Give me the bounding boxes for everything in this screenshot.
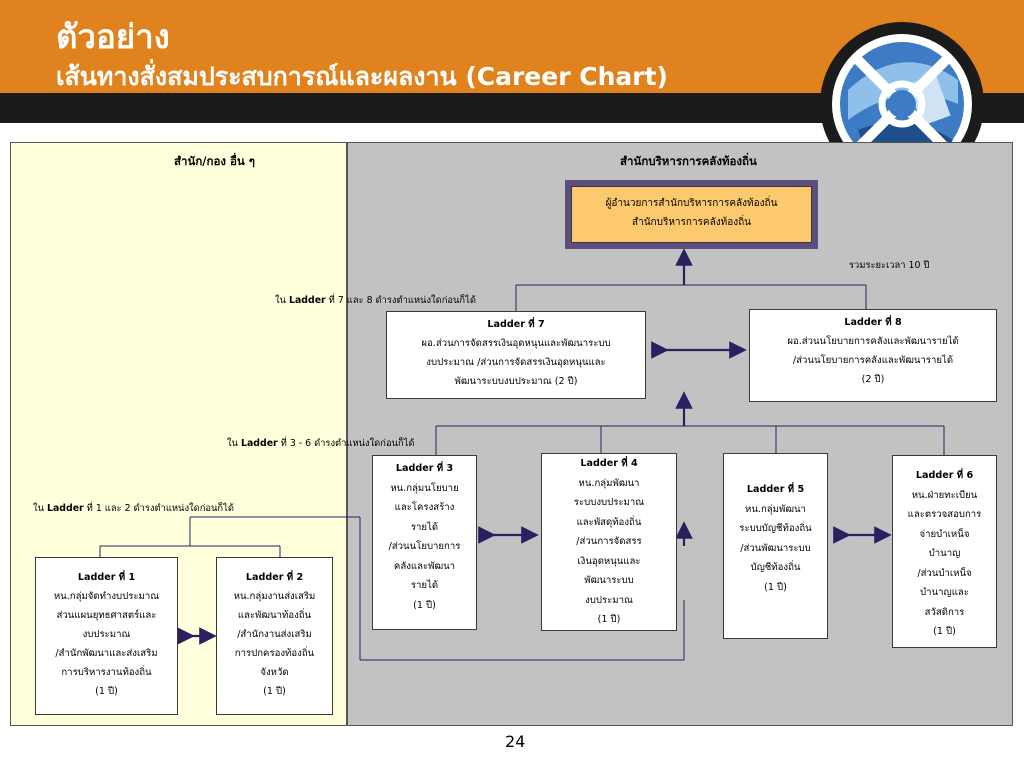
- ladder-2-title: Ladder ที่ 2: [245, 572, 304, 583]
- slide-title: ตัวอย่าง: [56, 17, 170, 56]
- ladder-6-line: /ส่วนบำเหน็จ: [917, 567, 972, 579]
- director-box: ผู้อำนวยการสำนักบริหารการคลังท้องถิ่น สำ…: [571, 186, 812, 243]
- ladder-4-box: Ladder ที่ 4 หน.กลุ่มพัฒนา ระบบงบประมาณ …: [541, 453, 677, 631]
- right-panel-title: สำนักบริหารการคลังท้องถิ่น: [620, 154, 757, 168]
- ladder-2-line: (1 ปี): [263, 686, 286, 697]
- ladder-3-line: รายได้: [410, 580, 439, 591]
- ladder-2-box: Ladder ที่ 2 หน.กลุ่มงานส่งเสริม และพัฒน…: [216, 557, 333, 715]
- ladder-4-line: งบประมาณ: [585, 594, 633, 606]
- ladder-6-line: บำนาญและ: [920, 587, 969, 598]
- ladder-7-line: ผอ.ส่วนการจัดสรรเงินอุดหนุนและพัฒนาระบบ: [421, 338, 611, 349]
- ladder-4-line: เงินอุดหนุนและ: [577, 555, 641, 567]
- ladder-2-line: หน.กลุ่มงานส่งเสริม: [233, 591, 316, 602]
- ladder-5-line: บัญชีท้องถิ่น: [750, 562, 801, 573]
- ladder-6-line: จ่ายบำเหน็จ: [919, 528, 970, 540]
- ladder-2-line: /สำนักงานส่งเสริม: [237, 629, 312, 640]
- ladder-7-line: งบประมาณ /ส่วนการจัดสรรเงินอุดหนุนและ: [426, 357, 606, 368]
- ladder-6-line: และตรวจสอบการ: [907, 509, 982, 520]
- ladder-2-line: การปกครองท้องถิ่น: [234, 648, 315, 659]
- ladder-1-box: Ladder ที่ 1 หน.กลุ่มจัดทำงบประมาณ ส่วนแ…: [35, 557, 178, 715]
- left-panel-title: สำนัก/กอง อื่น ๆ: [174, 154, 255, 168]
- ladder-7-box: Ladder ที่ 7 ผอ.ส่วนการจัดสรรเงินอุดหนุน…: [386, 311, 646, 399]
- ladder-3-6-note: ใน Ladder ที่ 3 - 6 ดำรงตำแหน่งใดก่อนก็ไ…: [227, 438, 415, 449]
- total-time-note: รวมระยะเวลา 10 ปี: [849, 260, 930, 271]
- ladder-3-line: หน.กลุ่มนโยบาย: [390, 482, 459, 494]
- ladder-3-line: และโครงสร้าง: [394, 502, 455, 513]
- ladder-1-line: หน.กลุ่มจัดทำงบประมาณ: [53, 591, 160, 602]
- ladder-8-line: (2 ปี): [861, 374, 885, 385]
- ladder-4-line: หน.กลุ่มพัฒนา: [578, 477, 640, 489]
- ladder-1-line: (1 ปี): [95, 686, 118, 697]
- slide-subtitle: เส้นทางสั่งสมประสบการณ์และผลงาน (Career …: [56, 62, 668, 91]
- ladder-3-title: Ladder ที่ 3: [395, 463, 454, 474]
- ladder-5-line: /ส่วนพัฒนาระบบ: [740, 542, 811, 554]
- ladder-6-line: (1 ปี): [933, 626, 956, 637]
- ladder-7-line: พัฒนาระบบงบประมาณ (2 ปี): [454, 376, 578, 387]
- ladder-1-title: Ladder ที่ 1: [77, 572, 136, 583]
- ladder-2-line: และพัฒนาท้องถิ่น: [237, 610, 312, 621]
- ladder-3-line: รายได้: [410, 521, 439, 533]
- director-line-2: สำนักบริหารการคลังท้องถิ่น: [631, 217, 752, 228]
- ladder-2-line: จังหวัด: [260, 667, 289, 678]
- ladder-4-title: Ladder ที่ 4: [580, 458, 638, 469]
- ladder-3-line: คลังและพัฒนา: [393, 560, 456, 572]
- ladder-8-title: Ladder ที่ 8: [844, 317, 902, 328]
- ladder-6-title: Ladder ที่ 6: [915, 470, 974, 481]
- ladder-8-box: Ladder ที่ 8 ผอ.ส่วนนโยบายการคลังและพัฒน…: [749, 309, 997, 402]
- ladder-4-line: และพัสดุท้องถิ่น: [576, 516, 642, 528]
- ladder-1-line: ส่วนแผนยุทธศาสตร์และ: [56, 610, 157, 621]
- ladder-3-line: (1 ปี): [413, 599, 436, 611]
- ladder-6-box: Ladder ที่ 6 หน.ฝ่ายทะเบียน และตรวจสอบกา…: [892, 455, 997, 648]
- ladder-6-line: บำนาญ: [928, 548, 961, 559]
- director-line-1: ผู้อำนวยการสำนักบริหารการคลังท้องถิ่น: [605, 198, 778, 209]
- ladder-6-line: สวัสดิการ: [924, 606, 965, 618]
- ladder-4-line: ระบบงบประมาณ: [573, 497, 645, 508]
- ladder-5-box: Ladder ที่ 5 หน.กลุ่มพัฒนา ระบบบัญชีท้อง…: [723, 453, 828, 639]
- ladder-5-line: หน.กลุ่มพัฒนา: [745, 503, 806, 515]
- ladder-5-title: Ladder ที่ 5: [746, 484, 805, 495]
- ladder-7-8-note: ใน Ladder ที่ 7 และ 8 ดำรงตำแหน่งใดก่อนก…: [275, 295, 476, 306]
- ladder-1-2-note: ใน Ladder ที่ 1 และ 2 ดำรงตำแหน่งใดก่อนก…: [33, 503, 234, 514]
- ladder-3-box: Ladder ที่ 3 หน.กลุ่มนโยบาย และโครงสร้าง…: [372, 455, 477, 630]
- ladder-1-line: การบริหารงานท้องถิ่น: [61, 667, 152, 678]
- ladder-6-line: หน.ฝ่ายทะเบียน: [911, 489, 978, 501]
- ladder-5-line: (1 ปี): [764, 581, 787, 593]
- page-number: 24: [505, 732, 526, 751]
- ladder-1-line: งบประมาณ: [82, 629, 131, 640]
- ladder-5-line: ระบบบัญชีท้องถิ่น: [739, 523, 812, 534]
- ladder-4-line: พัฒนาระบบ: [584, 575, 634, 586]
- ladder-4-line: (1 ปี): [597, 614, 621, 625]
- ladder-7-title: Ladder ที่ 7: [487, 319, 545, 330]
- ladder-3-line: /ส่วนนโยบายการ: [388, 541, 461, 552]
- ladder-8-line: ผอ.ส่วนนโยบายการคลังและพัฒนารายได้: [787, 336, 959, 347]
- ladder-1-line: /สำนักพัฒนาและส่งเสริม: [55, 648, 158, 659]
- ladder-4-line: /ส่วนการจัดสรร: [576, 536, 642, 547]
- ladder-8-line: /ส่วนนโยบายการคลังและพัฒนารายได้: [792, 355, 954, 366]
